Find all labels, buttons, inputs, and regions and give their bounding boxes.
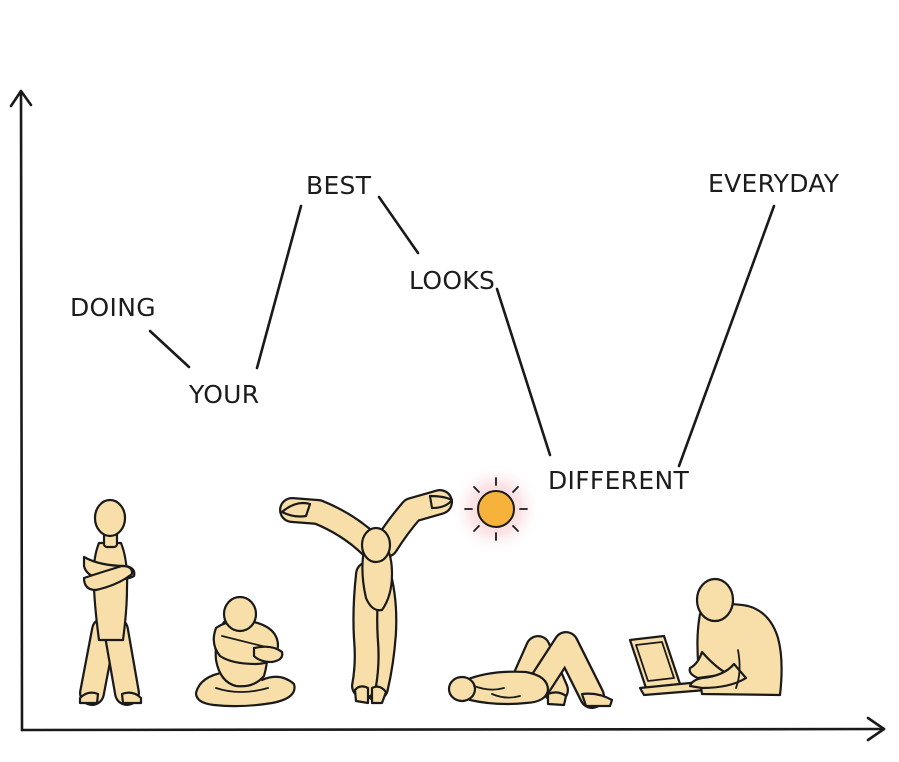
word-best: BEST: [306, 171, 372, 200]
connector-different-everyday: [677, 204, 776, 468]
sitting-person-icon: [194, 595, 296, 708]
word-your: YOUR: [188, 380, 259, 409]
word-different: DIFFERENT: [548, 466, 689, 495]
standing-person-icon: [78, 498, 143, 706]
connector-doing-your: [148, 329, 191, 369]
sun-icon: [450, 463, 542, 555]
y-axis: [9, 89, 33, 732]
working-person-icon: [628, 577, 783, 697]
connector-best-looks: [377, 195, 420, 255]
zigzag-connectors: [148, 195, 776, 468]
connector-looks-different: [495, 287, 552, 457]
connector-your-best: [255, 204, 303, 370]
celebrating-person-icon: [279, 489, 454, 705]
x-axis: [20, 716, 886, 742]
word-doing: DOING: [70, 293, 156, 322]
sunbathing-person-icon: [447, 631, 614, 709]
word-looks: LOOKS: [409, 266, 495, 295]
word-everyday: EVERYDAY: [708, 169, 840, 198]
